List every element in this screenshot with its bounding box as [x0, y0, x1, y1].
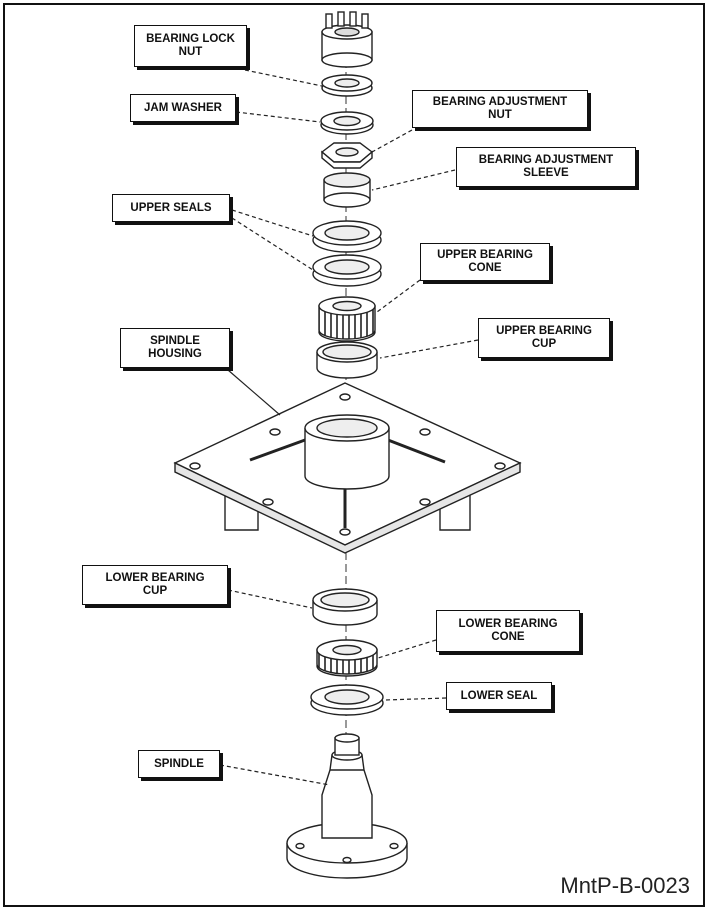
leader-lower-bearing-cup: [227, 589, 313, 609]
upper-seal-1-part: [312, 220, 382, 253]
label-bearing-adjustment-nut: BEARING ADJUSTMENT NUT: [412, 90, 588, 128]
label-lower-bearing-cone: LOWER BEARING CONE: [436, 610, 580, 652]
lower-bearing-cup-part: [312, 588, 378, 626]
leader-bearing-adjustment-sleeve: [371, 169, 456, 191]
lower-bearing-cone-part: [316, 639, 378, 677]
bearing-adjustment-sleeve-part: [323, 172, 371, 208]
label-jam-washer: JAM WASHER: [130, 94, 236, 122]
leader-lower-bearing-cone: [377, 639, 437, 659]
drawing-id: MntP-B-0023: [560, 873, 690, 898]
leader-upper-seals-2: [231, 217, 314, 271]
label-lower-bearing-cup: LOWER BEARING CUP: [82, 565, 228, 605]
leader-upper-bearing-cone: [376, 279, 421, 313]
leader-jam-washer: [235, 111, 321, 123]
leader-bearing-adjustment-nut: [371, 129, 413, 153]
upper-bearing-cone-part: [318, 296, 376, 342]
spindle-housing-part: [173, 382, 522, 554]
lock-washer-part: [321, 74, 373, 97]
leader-upper-seals-1: [231, 209, 314, 237]
lower-seal-part: [310, 684, 384, 716]
leader-bearing-lock-nut: [244, 69, 323, 87]
label-lower-seal: LOWER SEAL: [446, 682, 552, 710]
leader-lines: [219, 69, 479, 786]
leader-lower-seal: [384, 697, 447, 701]
label-spindle: SPINDLE: [138, 750, 220, 778]
bearing-adjustment-nut-part: [320, 142, 374, 169]
label-upper-bearing-cup: UPPER BEARING CUP: [478, 318, 610, 358]
jam-washer-part: [320, 111, 374, 135]
upper-seal-2-part: [312, 254, 382, 287]
label-spindle-housing: SPINDLE HOUSING: [120, 328, 230, 368]
leader-spindle-housing: [227, 369, 281, 416]
spindle-part: [286, 733, 408, 879]
label-upper-seals: UPPER SEALS: [112, 194, 230, 222]
leader-upper-bearing-cup: [379, 339, 479, 359]
label-upper-bearing-cone: UPPER BEARING CONE: [420, 243, 550, 281]
upper-bearing-cup-part: [316, 341, 378, 379]
bearing-lock-nut-part: [321, 11, 373, 68]
leader-spindle: [219, 764, 331, 786]
label-bearing-adjustment-sleeve: BEARING ADJUSTMENT SLEEVE: [456, 147, 636, 187]
label-bearing-lock-nut: BEARING LOCK NUT: [134, 25, 247, 67]
